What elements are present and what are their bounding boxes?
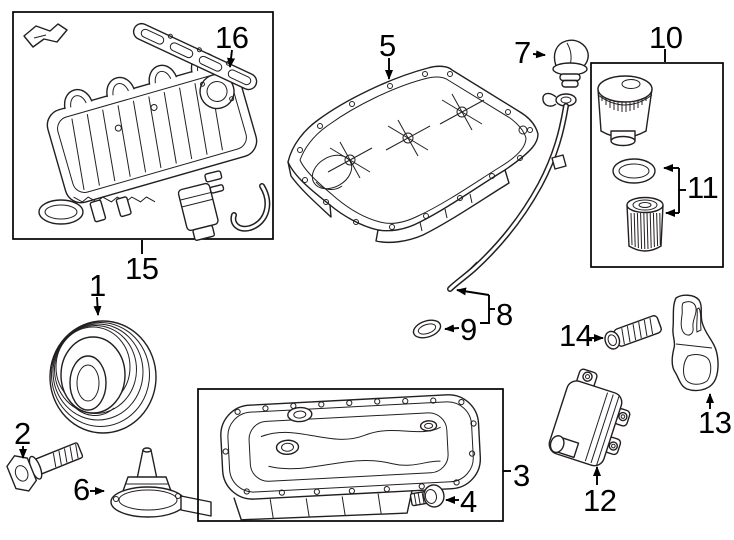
pulley-bolt-drawing [6, 442, 84, 492]
group-box-oil-filter [590, 62, 724, 268]
callout-oil-cooler[interactable]: 12 [583, 483, 617, 518]
oil-filter-cap-drawing [597, 75, 653, 147]
crankshaft-pulley-drawing [49, 320, 157, 434]
callout-oil-drain-plug[interactable]: 4 [460, 484, 477, 519]
callout-oil-filter-housing[interactable]: 10 [649, 20, 683, 55]
callout-crankshaft-pulley[interactable]: 1 [89, 268, 106, 303]
oil-drain-plug-drawing [409, 484, 445, 508]
callout-dipstick-tube[interactable]: 8 [496, 297, 513, 332]
group-box-intake-manifold [12, 11, 274, 240]
lower-oil-pan-drawing [220, 394, 482, 521]
oil-filter-oring-drawing [612, 158, 656, 184]
callout-oil-cooler-seal[interactable]: 13 [698, 405, 732, 440]
oil-dipstick-drawing [552, 39, 589, 88]
breather-hose-drawing [230, 183, 271, 232]
callout-oil-filter-element-kit[interactable]: 11 [687, 170, 719, 205]
callout-pulley-bolt[interactable]: 2 [14, 416, 31, 451]
upper-oil-pan-drawing [287, 65, 539, 244]
intake-manifold-drawing [23, 23, 258, 223]
callout-oil-dipstick[interactable]: 7 [514, 35, 531, 70]
oil-cooler-bolt-drawing [604, 315, 662, 350]
callout-leaders [19, 49, 714, 504]
callout-oil-cooler-bolt[interactable]: 14 [559, 318, 593, 353]
group-box-lower-oil-pan [197, 388, 504, 522]
oil-cooler-seal-drawing [671, 294, 719, 392]
manifold-oring-drawing [38, 199, 84, 225]
callout-upper-oil-pan[interactable]: 5 [379, 28, 396, 63]
oil-filter-element-drawing [626, 196, 664, 252]
callout-oil-level-sensor[interactable]: 6 [73, 472, 90, 507]
callout-intake-manifold[interactable]: 15 [125, 251, 159, 286]
oil-level-sensor-drawing [110, 447, 212, 518]
vacuum-valve-drawing [177, 170, 225, 241]
oil-cooler-drawing [548, 368, 631, 467]
callout-intake-manifold-gasket[interactable]: 16 [215, 20, 249, 55]
dipstick-tube-drawing [447, 92, 577, 292]
callout-dipstick-tube-seal[interactable]: 9 [460, 312, 477, 347]
callout-lower-oil-pan[interactable]: 3 [513, 458, 530, 493]
dipstick-tube-seal-drawing [412, 319, 442, 339]
